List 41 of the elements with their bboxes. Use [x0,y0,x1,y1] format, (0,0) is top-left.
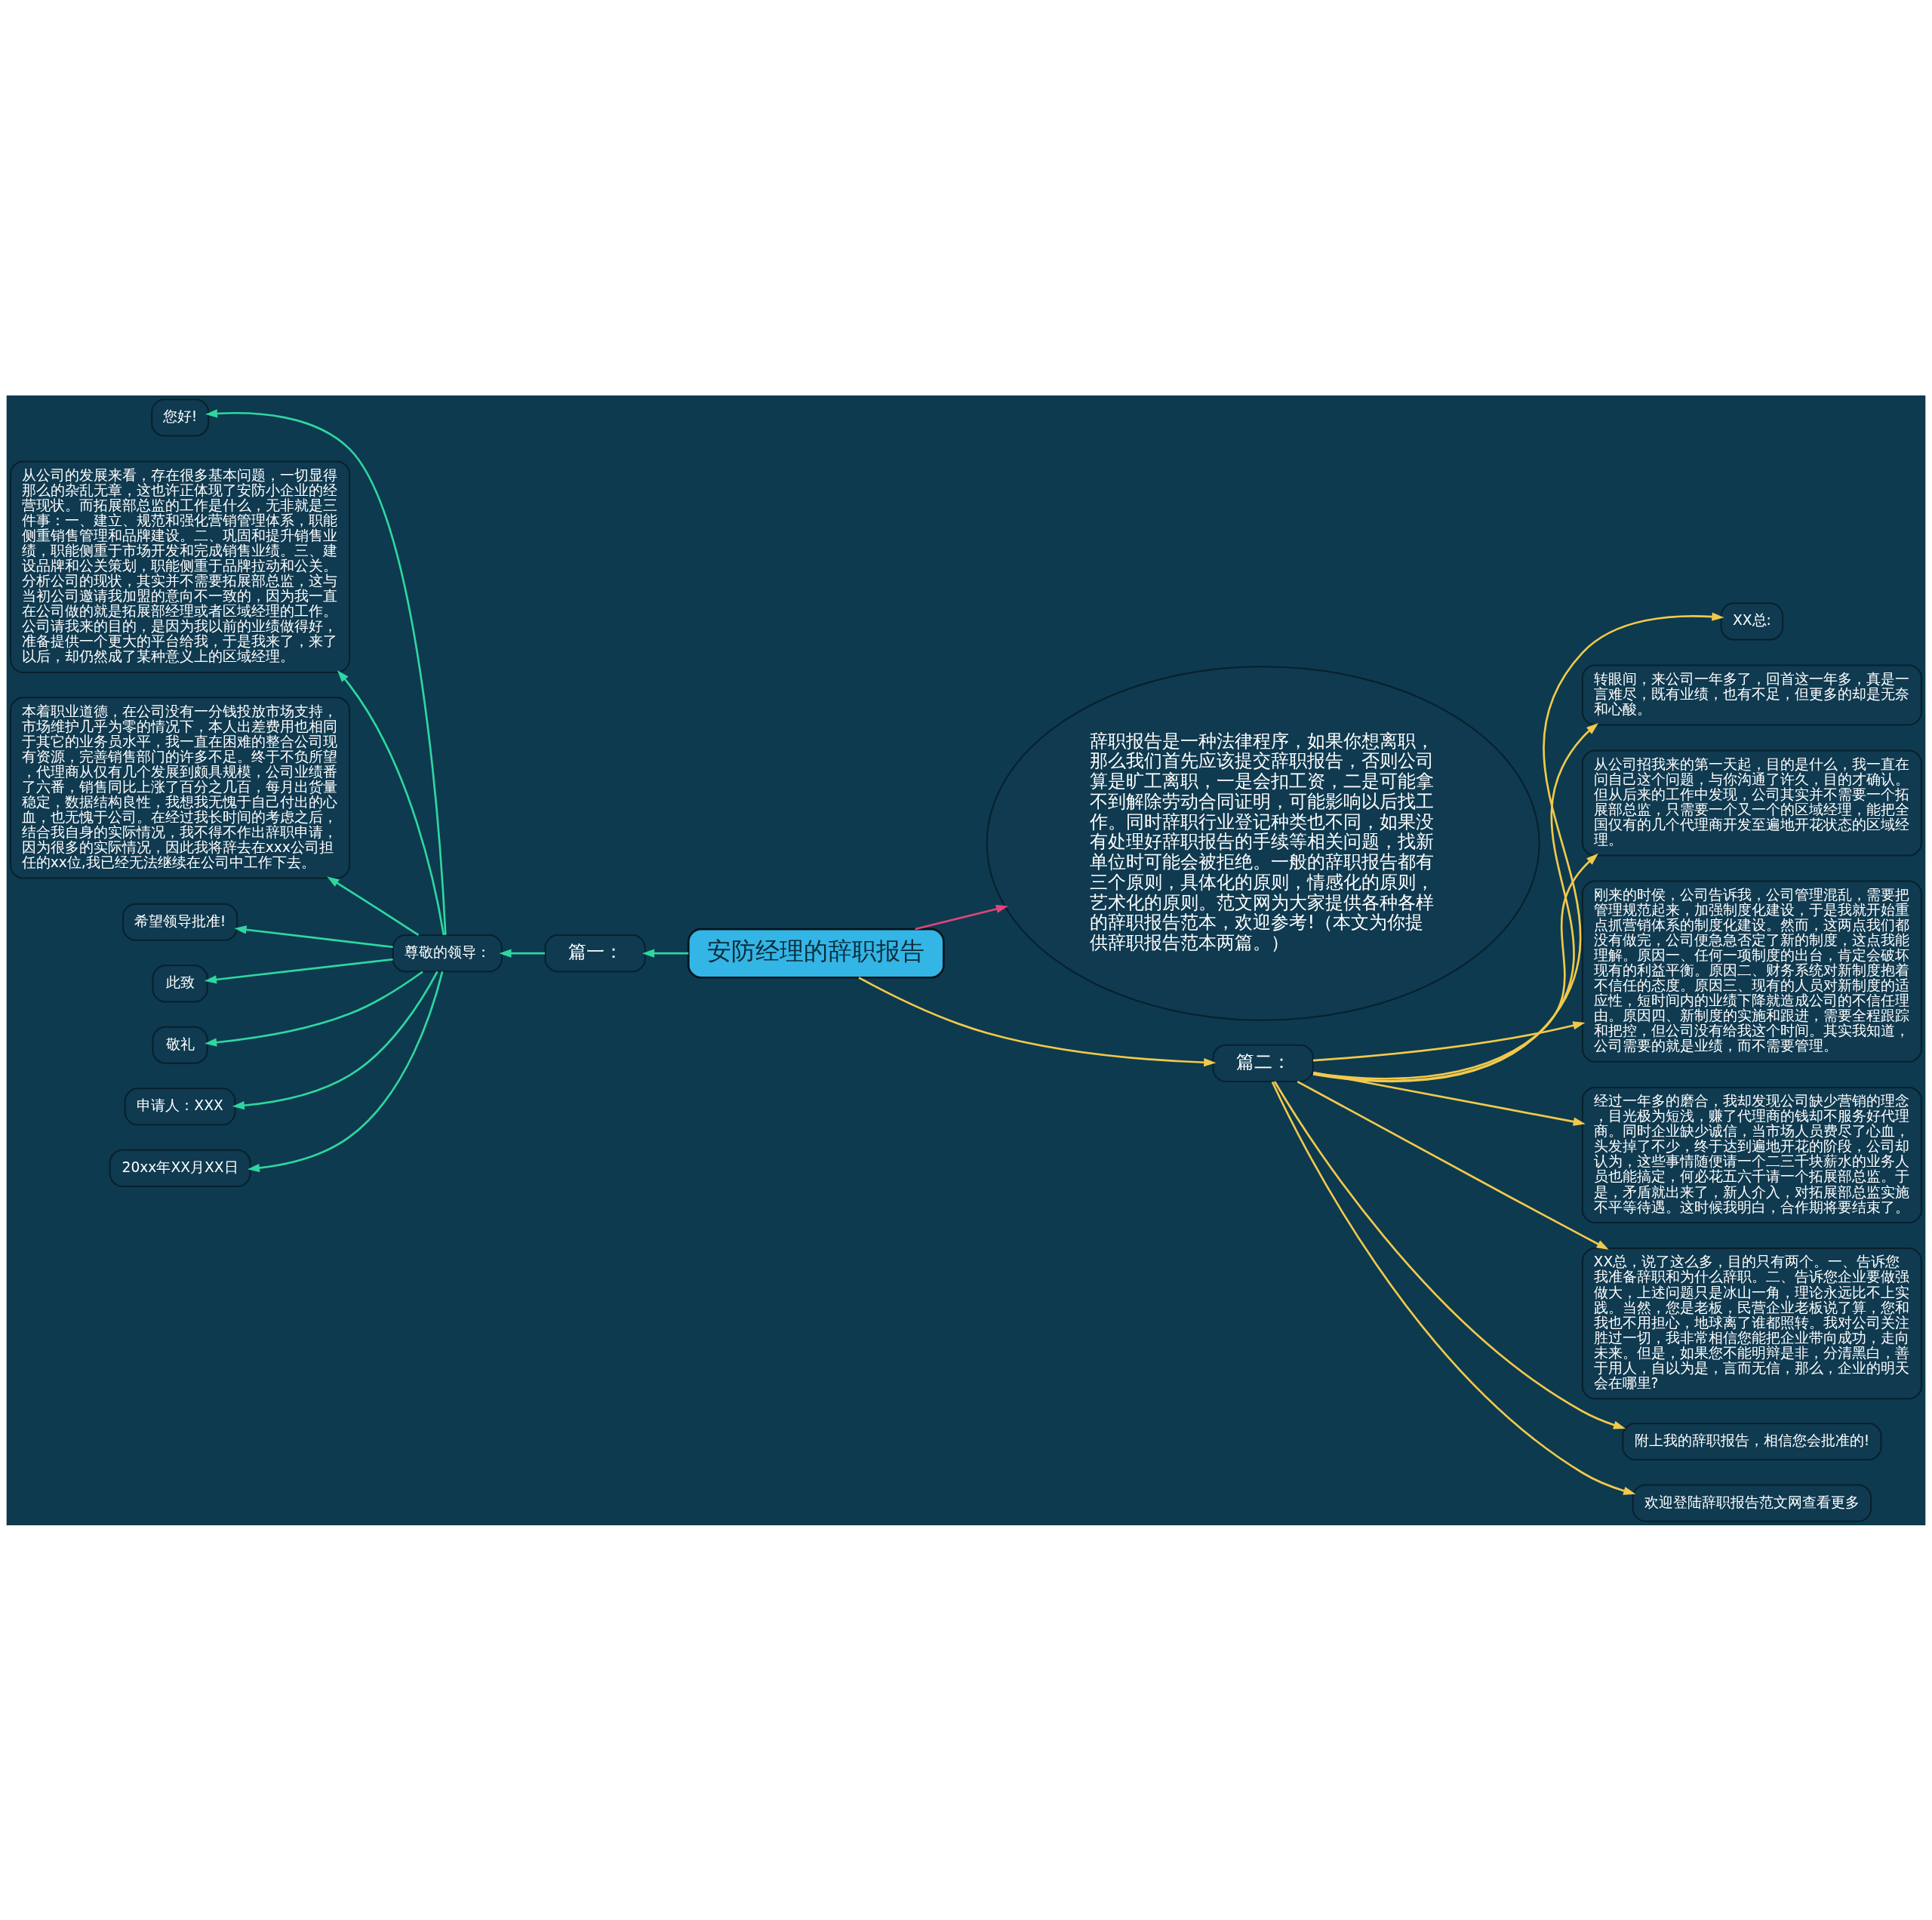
node-box: 附上我的辞职报告，相信您会批准的! [1622,1422,1882,1460]
node-box: 篇二： [1212,1044,1314,1082]
arrow [1271,1081,1636,1495]
arrow [247,971,444,1172]
node-box: 从公司的发展来看，存在很多基本问题，一切显得那么的杂乱无章，这也许正体现了安防小企业的经营现状。而拓展部总监的工作是什么，无非就是三件事：一、建立、规范和强化营销管理体系，职能侧重销售管理和品牌建设。二、巩固和提升销售业绩，职能侧重于市场开发和完成销售业绩。三、建设品牌和公关策划，职能侧重于品牌拉动和公关。分析公司的现状，其实并不需要拓展部总监，这与当初公司邀请我加盟的意向不一致的，因为我一直在公司做的就是拓展部经理或者区域经理的工作。公司请我来的目的，是因为我以前的业绩做得好，准备提供一个更大的平台给我，于是我来了，来了以后，却仍然成了某种意义上的区域经理。 [10,460,351,673]
node-box: 转眼间，来公司一年多了，回首这一年多，真是一言难尽，既有业绩，也有不足，但更多的却是无奈和心酸。 [1581,664,1922,725]
node-box: 安防经理的辞职报告 [687,928,945,979]
node-box: 刚来的时侯，公司告诉我，公司管理混乱，需要把管理规范起来，加强制度化建设，于是我就开始重点抓营销体系的制度化建设。然而，这两点我们都没有做完，公司便急急否定了新的制度，这点我能理解。原因一、任何一项制度的出台，肯定会破坏现有的利益平衡。原因二、财务系统对新制度抱着不信任的态度。原因三、现有的人员对新制度的适应性，短时间内的业绩下降就造成公司的不信任理由。原因四、新制度的实施和跟进，需要全程跟踪和把控，但公司没有给我这个时间。其实我知道，公司需要的就是业绩，而不需要管理。 [1581,880,1922,1063]
node-box: 您好! [151,398,209,436]
node-box: 20xx年XX月XX日 [109,1149,251,1187]
node-box: 欢迎登陆辞职报告范文网查看更多 [1632,1484,1872,1522]
arrow [205,970,423,1047]
arrow [499,949,545,958]
arrow [1297,1080,1609,1250]
node-box: 经过一年多的磨合，我却发现公司缺少营销的理念，目光极为短浅，赚了代理商的钱却不服务好代理商。同时企业缺少诚信，当市场人员费尽了心血，头发掉了不少，终于达到遍地开花的阶段，公司却认为，这些事情随便请一个二三千块薪水的业务人员也能搞定，何必花五六千请一个拓展部总监。于是，矛盾就出来了，新人介入，对拓展部总监实施不平等待遇。这时候我明白，合作期将要结束了。 [1581,1086,1922,1223]
arrow [337,669,445,935]
arrow [1313,1071,1586,1126]
node-box: 此致 [152,964,208,1002]
arrow [1312,853,1598,1080]
arrow [1273,1080,1626,1429]
node-ellipse: 辞职报告是一种法律程序，如果你想离职，那么我们首先应该提交辞职报告，否则公司算是旷工离职，一是会扣工资，二是可能拿不到解除劳动合同证明，可能影响以后找工作。同时辞职行业登记种类也不同，如果没有处理好辞职报告的手续等相关问题，找新单位时可能会被拒绝。一般的辞职报告都有三个原则，具体化的原则，情感化的原则，艺术化的原则。范文网为大家提供各种各样的辞职报告范本，欢迎参考!（本文为你提供辞职报告范本两篇。） [986,665,1540,1021]
arrow [858,976,1217,1066]
node-box: 从公司招我来的第一天起，目的是什么，我一直在问自己这个问题，与你沟通了许久，目的才确认。但从后来的工作中发现，公司其实并不需要一个拓展部总监，只需要一个又一个的区域经理，能把全国仅有的几个代理商开发至遍地开花状态的区域经理。 [1581,749,1922,856]
node-box: 篇一： [544,934,646,972]
arrow [1312,612,1724,1082]
node-box: 尊敬的领导： [392,934,503,972]
node-box: 敬礼 [152,1026,208,1064]
arrow [642,949,689,958]
node-box: 希望领导批准! [122,903,238,941]
arrow [915,904,1009,930]
node-box: 申请人：XXX [124,1087,236,1125]
arrow [327,876,420,936]
arrow [1312,1020,1586,1061]
node-box: 本着职业道德，在公司没有一分钱投放市场支持，市场维护几乎为零的情况下，本人出差费用也相同于其它的业务员水平，我一直在困难的整合公司现有资源，完善销售部门的许多不足。终于不负所望，代理商从仅有几个发展到颇具规模，公司业绩番了六番，销售同比上涨了百分之几百，每月出货量稳定，数据结构良性，我想我无愧于自己付出的心血，也无愧于公司。在经过我长时间的考虑之后，结合我自身的实际情况，我不得不作出辞职申请，因为很多的实际情况，因此我将辞去在xxx公司担任的xx位,我已经无法继续在公司中工作下去。 [10,696,351,879]
arrow [204,958,393,983]
node-box: XX总，说了这么多，目的只有两个。一、告诉您我准备辞职和为什么辞职。二、告诉您企业要做强做大，上述问题只是冰山一角，理论永远比不上实践。当然，您是老板，民营企业老板说了算，您和我也不用担心，地球离了谁都照转。我对公司关注胜过一切，我非常相信您能把企业带向成功，走向未来。但是，如果您不能明辩是非，分清黑白，善于用人，自以为是，言而无信，那么，企业的明天会在哪里? [1581,1247,1922,1399]
arrow [205,408,447,935]
node-box: XX总: [1720,602,1784,640]
arrow [234,925,393,948]
arrow [232,971,438,1109]
arrow [1312,722,1598,1082]
